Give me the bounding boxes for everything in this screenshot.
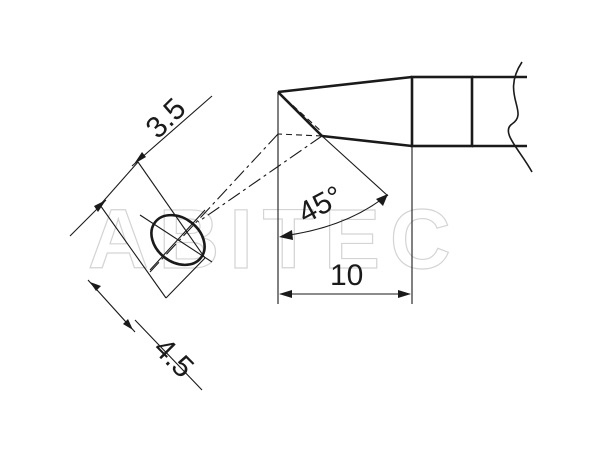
projection-lines bbox=[149, 91, 323, 273]
center-projection-upper bbox=[197, 135, 323, 223]
center-projection-lower bbox=[149, 133, 279, 273]
break-line bbox=[507, 61, 533, 173]
length-arrow-left bbox=[279, 290, 292, 298]
tip-length-label: 10 bbox=[330, 259, 363, 292]
tip-bottom-edge bbox=[321, 134, 413, 148]
tip-end-view bbox=[99, 161, 213, 299]
end-view-edge-bottom-left bbox=[99, 204, 167, 299]
flat-width-arrow-lower bbox=[94, 200, 106, 212]
end-view-edge-top-right bbox=[137, 161, 206, 259]
end-view-edge-top-left bbox=[99, 161, 139, 206]
tip-shank bbox=[410, 75, 474, 148]
tip-dimension-lines bbox=[277, 92, 413, 304]
blade-thickness-arrow-lower bbox=[123, 319, 133, 330]
tip-top-edge bbox=[277, 75, 413, 94]
blade-thickness-label: 4.5 bbox=[147, 332, 200, 385]
centerline-a bbox=[139, 214, 213, 263]
tip-side-view bbox=[277, 61, 533, 173]
bevel-hidden-base bbox=[277, 133, 323, 137]
length-arrow-right bbox=[398, 290, 411, 298]
end-view-edge-bottom-right bbox=[165, 257, 206, 299]
dimension-blade-thickness: 4.5 bbox=[87, 279, 203, 391]
blade-thickness-ext-line bbox=[134, 319, 203, 391]
watermark-logo: ABITEC bbox=[88, 192, 461, 286]
blade-thickness-arrow-upper bbox=[90, 282, 101, 291]
angle-arrow-right bbox=[376, 194, 388, 206]
flat-width-label: 3.5 bbox=[140, 92, 193, 145]
flat-width-dimension-line bbox=[131, 95, 213, 167]
centerline-b bbox=[149, 209, 206, 271]
tip-face-ellipse bbox=[150, 213, 206, 267]
angle-reference-line bbox=[321, 135, 389, 197]
angle-arrow-left bbox=[279, 230, 293, 240]
bevel-face bbox=[277, 91, 323, 137]
flat-width-arrow-upper bbox=[134, 152, 146, 164]
angle-arc bbox=[281, 195, 387, 237]
